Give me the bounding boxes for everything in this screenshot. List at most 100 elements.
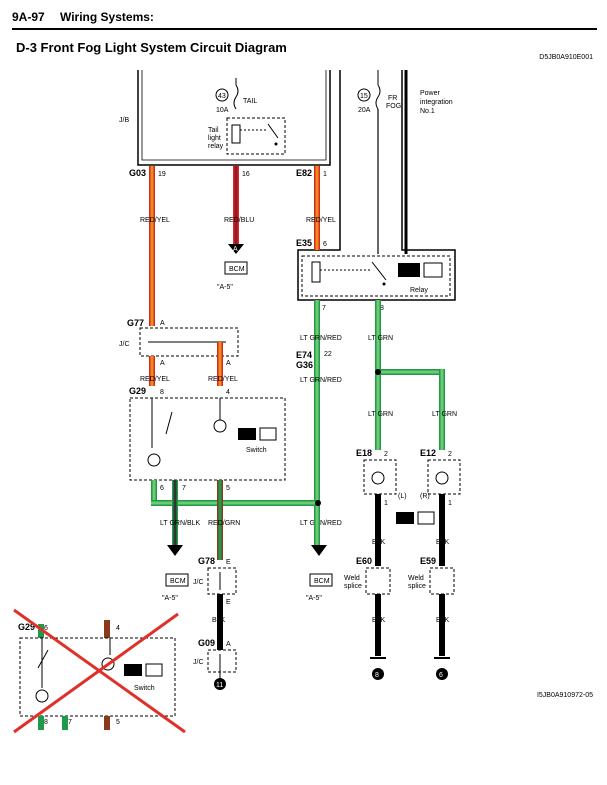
e35-label: E35 [296,238,312,248]
wire-blk-4: BLK [372,617,386,624]
g78-pin-e-bottom: E [226,599,231,606]
power-integration-line1: Power [420,90,441,97]
ground-icon-e59 [436,668,448,680]
fr-fog-fuse-name2: FOG [386,103,401,110]
g77-label: G77 [127,318,144,328]
switch-label: Switch [246,447,267,454]
fog-light-left: E18 2 (L) 1 BLK [356,448,435,566]
wire-lt-grn-red-3: LT GRN/RED [300,520,342,527]
g09-label: G09 [198,638,215,648]
weld-splice-e60: E60 Weld splice BLK 8 [344,556,391,680]
wire-blk-2: BLK [372,539,386,546]
wire-lt-grn-red-2: LT GRN/RED [300,377,342,384]
wire-lt-grn-2: LT GRN [368,411,393,418]
side-left: (L) [398,493,407,500]
g09-jc: J/C [193,659,204,666]
g77-jc: J/C [119,341,130,348]
e35-pin8: 8 [380,305,384,312]
g36-label: G36 [296,360,313,370]
bcm-label-1: BCM [229,266,245,273]
g29b-label: G29 [18,622,35,632]
wire-lt-grn-fog: LT GRN LT GRN LT GRN [368,300,457,450]
wire-lt-grn-red-1: LT GRN/RED [300,335,342,342]
wire-red-yel-3: RED/YEL [140,376,170,383]
fog-light-right: E12 2 (R) 1 BLK [420,448,461,566]
ground-g09: 11 [216,682,223,689]
weld-splice-e59: E59 Weld splice BLK 6 [408,556,455,680]
g78-pin-e-top: E [226,559,231,566]
e18-pin1: 1 [384,500,388,507]
bcm-ref-1: "A-5" [217,284,233,291]
bcm-icon-1: BCM "A-5" [217,261,248,291]
e35-pin7: 7 [322,305,326,312]
g03-pin19: 19 [158,171,166,178]
g29-label: G29 [129,386,146,396]
jb-label: J/B [119,117,129,124]
arrow-code-1: A [233,246,238,253]
g78-label: G78 [198,556,215,566]
page-header: 9A-97 Wiring Systems: [12,6,597,30]
tail-relay-line2: light [208,135,221,142]
ground-e59: 6 [439,672,443,679]
obsolete-switch-crossed-out: G29 6 4 Switch 8 7 5 [13,608,186,734]
g29b-pin5: 5 [116,719,120,726]
figure-code: I5JB0A910972-05 [536,692,593,699]
e35-pin6: 6 [323,241,327,248]
fog-switch: G29 8 4 Switch 6 7 5 [129,386,286,492]
g29-pin7: 7 [182,485,186,492]
fr-fog-fuse-number: 15 [360,93,368,100]
e74-pin: 22 [324,351,332,358]
g78-jc: J/C [193,579,204,586]
wire-lt-grn-3: LT GRN [432,411,457,418]
wire-red-yel-g03: RED/YEL [140,166,170,326]
weld-splice-e59-line1: Weld [408,575,424,582]
g29-pin8: 8 [160,389,164,396]
wire-red-grn: RED/GRN [208,520,240,527]
bcm-icon-3: BCM "A-5" [306,573,333,602]
bcm-ref-2: "A-5" [162,595,178,602]
wire-red-yel-4: RED/YEL [208,376,238,383]
e18-pin2: 2 [384,451,388,458]
wire-red-yel-e82: RED/YEL [306,166,336,250]
wire-red-yel-2: RED/YEL [306,217,336,224]
weld-splice-e60-line1: Weld [344,575,360,582]
page-number: 9A-97 [12,10,45,24]
weld-splice-e59-line2: splice [408,583,426,590]
power-integration-line3: No.1 [420,108,435,115]
g29b-pin8: 8 [44,719,48,726]
g77-pin-a-right: A [226,360,231,367]
wire-blk-3: BLK [436,539,450,546]
e82-pin1: 1 [323,171,327,178]
wire-blk-1: BLK [212,617,226,624]
wire-lt-grn-1: LT GRN [368,335,393,342]
e60-label: E60 [356,556,372,566]
fr-fog-fuse-name1: FR [388,95,397,102]
e12-label: E12 [420,448,436,458]
tail-fuse-number: 43 [218,93,226,100]
g03-pin16: 16 [242,171,250,178]
wire-lt-grn-blk: LT GRN/BLK [160,520,201,527]
wires-below-switch: LT GRN/BLK RED/GRN [151,480,327,560]
ground-icon-g09 [214,678,226,690]
fr-fog-fuse: 15 FR FOG 20A [357,70,401,254]
wire-red-blu-label: RED/BLU [224,217,254,224]
g29b-pin7: 7 [68,719,72,726]
g77-pin-a-left: A [160,360,165,367]
power-integration-line2: integration [420,99,453,106]
g29b-pin4: 4 [116,625,120,632]
diagram-code: D5JB0A910E001 [539,54,593,61]
e82-label: E82 [296,168,312,178]
wire-red-yel-1: RED/YEL [140,217,170,224]
weld-splice-e60-line2: splice [344,583,362,590]
g29-pin5: 5 [226,485,230,492]
side-right: (R) [420,493,430,500]
fr-fog-fuse-rating: 20A [358,107,371,114]
g77-joint-connector: G77 A J/C A A RED/YEL RED/YEL [119,318,239,386]
ground-icon-e60 [372,668,384,680]
g77-pin-a-top: A [160,320,165,327]
g29b-pin6: 6 [44,625,48,632]
switch-label-old: Switch [134,685,155,692]
g78-joint-connector: G78 E J/C E BLK [193,556,237,634]
junction-block: J/B [119,70,331,166]
